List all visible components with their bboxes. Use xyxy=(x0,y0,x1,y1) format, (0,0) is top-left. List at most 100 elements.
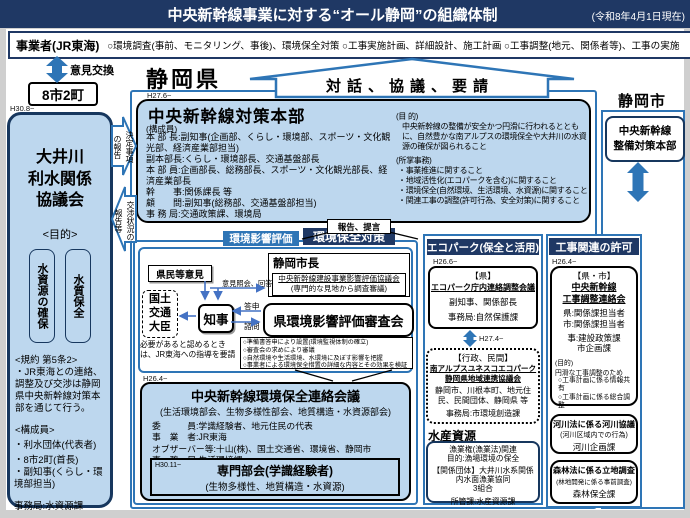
expert-subcommittee-box: H30.11~ 専門部会(学識経験者) (生物多様性、地質構造・水資源) xyxy=(150,458,400,496)
prefecture-name: 静岡県 xyxy=(146,67,222,92)
dialog-label: 対話、協議、要請 xyxy=(325,78,494,95)
construction-liaison-secretariat: 事:建設政策課 市企画課 xyxy=(567,332,621,354)
goal-water-quality: 水質保全 xyxy=(65,248,91,343)
citizens-box: 県民等意見 xyxy=(148,265,212,282)
construction-liaison-members: 県:関係課担当者 市:関係課担当者 xyxy=(563,308,625,329)
forest-note: (林地開発に係る事前調査) xyxy=(556,479,632,486)
ecopark-regional-secretariat: 事務局:市環境創造課 xyxy=(445,408,521,418)
river-dept: 河川企画課 xyxy=(572,442,616,452)
mayor-title: 静岡市長 xyxy=(273,258,319,270)
oigawa-council-box: 大井川 利水関係 協議会 <目的> 水資源の確保 水質保全 <規約 第5条2> … xyxy=(7,112,113,512)
ecopark-internal-box: 【県】 エコパーク庁内連絡調整会議 副知事、関係部長 事務局:自然保護課 xyxy=(428,266,538,329)
ecopark-regional-members: 静岡市、川根本町、地元住民、民間団体、静岡県 等 xyxy=(435,385,531,405)
ecopark-regional-tag: 【行政、民間】 xyxy=(453,353,513,363)
review-board-box: 県環境影響評価審査会 xyxy=(263,303,414,337)
hq-row: 幹 事:関係課長 等 xyxy=(146,186,233,197)
mayor-council-box: 中央新幹線建設事業影響評価協議会 (専門的な見地から調査審議) xyxy=(272,273,406,296)
river-note: (河川区域内での行為) xyxy=(560,432,628,439)
city-name: 静岡市 xyxy=(618,93,667,110)
report-label: 報告、提言 xyxy=(327,219,391,234)
review-note: ○事業者による環境保全措置の詳細な内容とその効果を検証 xyxy=(243,362,408,370)
oigawa-member-1: ・利水団体(代表者) xyxy=(14,440,97,452)
mayor-council-name: 中央新幹線建設事業影響評価協議会 xyxy=(278,274,400,283)
ecopark-arrow-date: H27.4~ xyxy=(479,334,504,343)
shimon-label: 諮問 xyxy=(244,322,260,331)
liaison-row: 事 業 者:JR東海 xyxy=(152,432,227,443)
river-box: 河川法に係る河川協議 (河川区域内での行為) 河川企画課 xyxy=(550,414,638,454)
river-name: 河川法に係る河川協議 xyxy=(553,420,635,429)
review-note: ○準備書答申により設置(環境監視体制の確立) xyxy=(243,339,369,346)
ecopark-internal-members: 副知事、関係部長 xyxy=(448,297,517,307)
city-hq-box: 中央新幹線 整備対策本部 xyxy=(605,116,685,162)
ecopark-internal-secretariat: 事務局:自然保護課 xyxy=(447,312,519,322)
mayor-box: 静岡市長 中央新幹線建設事業影響評価協議会 (専門的な見地から調査審議) xyxy=(268,253,410,297)
ecopark-internal-name: エコパーク庁内連絡調整会議 xyxy=(431,283,535,292)
subcommittee-note: (生物多様性、地質構造・水資源) xyxy=(205,482,345,493)
ecopark-regional-name: 南アルプスユネスコエコパーク 静岡県地域連携協議会 xyxy=(429,364,537,383)
hq-duty: ・事業推進に関すること xyxy=(398,166,483,175)
mayor-council-note: (専門的な見地から調査審議) xyxy=(290,283,388,293)
liaison-name: 中央新幹線環境保全連絡会議 xyxy=(190,389,360,404)
operator-bar: 事業者(JR東海) ○環境調査(事前、モニタリング、事後)、環境保全対策 ○工事… xyxy=(8,31,690,59)
liaison-row: オブザーバー等:十山(株)、国土交通省、環境省、静岡市 xyxy=(152,443,372,454)
hq-purpose: 中央新幹線の整備が安全かつ円滑に行われるとともに、自然豊かな南アルプスの環境保全… xyxy=(402,122,587,151)
inquiry-label: 意見照会、回答 xyxy=(222,279,273,288)
fishery-block2: 【関係団体】大井川水系関係 内水面漁業協同 3組合 xyxy=(432,465,534,494)
construction-header: 工事関連の許可 xyxy=(549,238,639,255)
review-note: ○審査会の求めにより審議 xyxy=(243,346,315,354)
guidance-note: 必要があると認めるときは、JR東海への指導を要請 xyxy=(140,340,236,360)
hq-duties-label: (所掌事務) xyxy=(396,156,432,165)
header-bar: 中央新幹線事業に対する“オール静岡”の組織体制 (令和8年4月1日現在) xyxy=(0,0,690,28)
governor-box: 知事 xyxy=(198,304,234,333)
subcommittee-date: H30.11~ xyxy=(155,462,182,469)
fishery-title: 水産資源 xyxy=(428,429,477,443)
date-note: (令和8年4月1日現在) xyxy=(591,12,685,23)
hq-row: 本 部 長:副知事(企画部、くらし・環境部、スポーツ・文化観光部、経済産業部担当… xyxy=(146,132,391,153)
hq-date: H27.6~ xyxy=(147,91,172,100)
hq-duty: ・関連工事の調整(許可行為、安全対策)に関すること xyxy=(398,196,580,205)
oigawa-secretariat: 事務局:水資源課 xyxy=(14,501,84,513)
ecopark-internal-date: H26.6~ xyxy=(433,257,458,266)
forest-box: 森林法に係る立地調査 (林地開発に係る事前調査) 森林保全課 xyxy=(550,460,638,504)
construction-date: H26.4~ xyxy=(552,257,577,266)
hq-row: 副本部長:くらし・環境部長、交通基盤部長 xyxy=(146,153,320,164)
goal-water-resources: 水資源の確保 xyxy=(29,248,55,343)
construction-items: ○工事計画に係る情報共有 ○工事計画に係る総合調整 xyxy=(558,376,631,410)
fishery-secretariat: 所管課:水産資源課 xyxy=(450,496,516,506)
oigawa-date: H30.8~ xyxy=(10,104,35,113)
hq-row: 事 務 局:交通政策課、環境局 xyxy=(146,208,262,219)
construction-purpose-label: (目的) xyxy=(555,359,574,367)
oigawa-member-2: ・8市2町(首長) xyxy=(14,455,79,467)
oigawa-member-3: ・副知事(くらし・環境部担当) xyxy=(14,467,103,491)
forest-name: 森林法に係る立地調査 xyxy=(553,466,635,475)
oigawa-council-name: 大井川 利水関係 協議会 xyxy=(27,149,92,210)
hq-name: 中央新幹線対策本部 xyxy=(148,108,306,126)
toushin-label: 答申 xyxy=(244,302,260,311)
hq-box: 中央新幹線対策本部 (構成員) 本 部 長:副知事(企画部、くらし・環境部、スポ… xyxy=(136,99,591,223)
liaison-subtitle: (生活環境部会、生物多様性部会、地質構造・水資源部会) xyxy=(160,407,391,417)
fishery-box: 漁業権(漁業法)関連 目的:漁場環境の保全 【関係団体】大井川水系関係 内水面漁… xyxy=(426,441,540,506)
negotiation-report-label: 交渉状況の 報告等 xyxy=(114,201,135,241)
hq-duty: ・環境保全(自然環境、生活環境、水資源)に関すること xyxy=(398,186,588,195)
review-notes-box: ○準備書答申により設置(環境監視体制の確立) ○審査会の求めにより審議 ○自然環… xyxy=(240,337,413,369)
operator-tasks: ○環境調査(事前、モニタリング、事後)、環境保全対策 ○工事実施計画、詳細設計、… xyxy=(107,41,680,52)
hq-members-label: (構成員) xyxy=(146,124,178,134)
hq-purpose-label: (目 的) xyxy=(396,112,419,121)
hq-row: 本 部 員:企画部長、総務部長、スポーツ・文化観光部長、経済産業部長 xyxy=(146,164,388,186)
construction-liaison-tag: 【県・市】 xyxy=(572,271,616,281)
decision-report-label: 決定事項 の報告 xyxy=(113,131,134,163)
ecopark-header: エコパーク(保全と活用) xyxy=(427,239,539,255)
page-title: 中央新幹線事業に対する“オール静岡”の組織体制 xyxy=(167,7,498,24)
review-note: ○自然環境や生活環境、水環境に及ぼす影響を把握 xyxy=(243,354,383,362)
construction-liaison-name: 中央新幹線 工事調整連絡会 xyxy=(562,282,626,304)
operator-name: 事業者(JR東海) xyxy=(16,38,100,53)
subcommittee-name: 専門部会(学識経験者) xyxy=(217,464,333,478)
oigawa-rule-text: ・JR東海との連絡、調整及び交渉は静岡県中央新幹線対策本部を通じて行う。 xyxy=(15,366,103,415)
ecopark-regional-box: 【行政、民間】 南アルプスユネスコエコパーク 静岡県地域連携協議会 静岡市、川根… xyxy=(426,348,540,424)
municipalities-box: 8市2町 xyxy=(28,82,98,106)
exchange-label: 意見交換 xyxy=(70,65,114,77)
oigawa-rule-label: <規約 第5条2> xyxy=(15,354,78,366)
construction-purpose: 円滑な工事調整のため xyxy=(555,369,623,377)
hq-duty: ・地域活性化(エコパークを含む)に関すること xyxy=(398,176,557,185)
